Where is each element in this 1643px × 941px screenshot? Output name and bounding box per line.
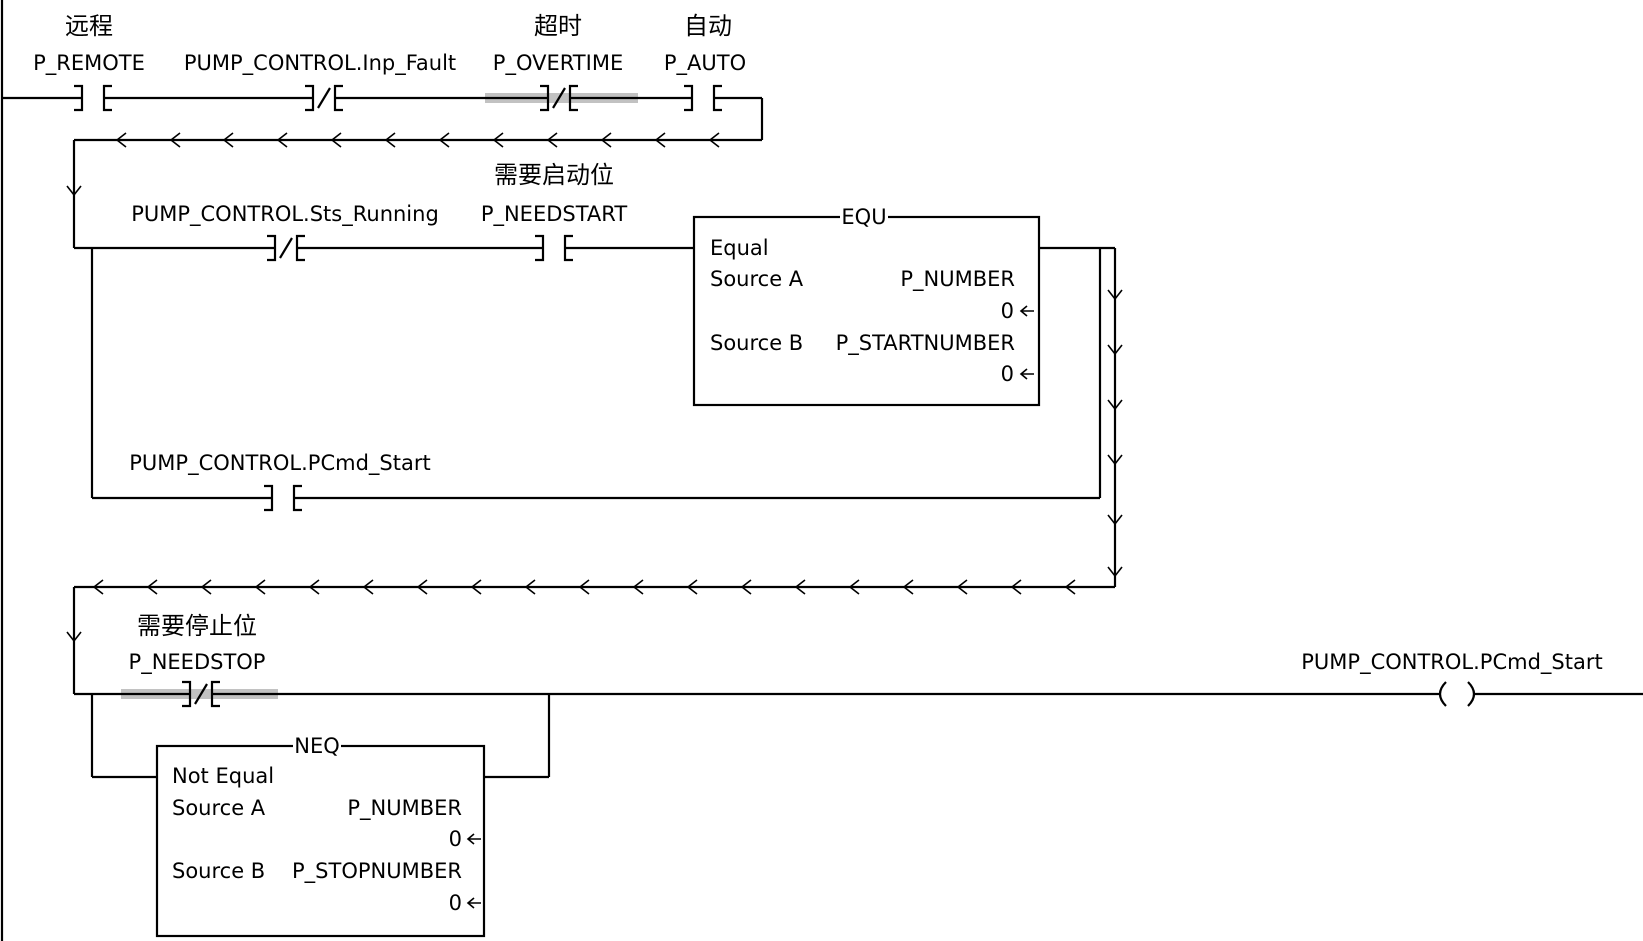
contact-inp-fault[interactable] <box>305 84 343 112</box>
neq-title: Not Equal <box>172 764 274 788</box>
contact-tag-auto[interactable]: P_AUTO <box>664 51 746 76</box>
equ-source-b-value-arrow-icon <box>1019 368 1034 380</box>
neq-source-a-tag[interactable]: P_NUMBER <box>347 796 462 821</box>
equ-source-b-tag[interactable]: P_STARTNUMBER <box>836 331 1015 356</box>
contact-tag-inp-fault[interactable]: PUMP_CONTROL.Inp_Fault <box>184 51 456 76</box>
contact-comment-remote: 远程 <box>65 12 113 40</box>
neq-source-b-value-arrow-icon <box>466 897 481 909</box>
equ-title: Equal <box>710 236 769 260</box>
equ-source-b-label: Source B <box>710 331 803 355</box>
flow-arrows-1 <box>66 132 720 197</box>
contact-tag-remote[interactable]: P_REMOTE <box>33 51 145 76</box>
neq-instruction-block[interactable]: NEQ Not Equal Source A P_NUMBER 0 Source… <box>155 734 486 938</box>
neq-source-b-label: Source B <box>172 859 265 883</box>
equ-instruction-block[interactable]: EQU Equal Source A P_NUMBER 0 Source B P… <box>692 205 1041 407</box>
contact-tag-needstop[interactable]: P_NEEDSTOP <box>129 650 266 675</box>
equ-source-b-value: 0 <box>1001 362 1014 386</box>
equ-source-a-tag[interactable]: P_NUMBER <box>900 267 1015 292</box>
rung-3: 需要停止位 P_NEEDSTOP PUMP_CONTROL.PCmd_Start… <box>74 612 1643 938</box>
neq-source-a-label: Source A <box>172 796 266 820</box>
rung-2: 需要启动位 PUMP_CONTROL.Sts_Running P_NEEDSTA… <box>66 161 1123 694</box>
equ-mnemonic: EQU <box>841 205 886 229</box>
neq-source-b-value: 0 <box>449 891 462 915</box>
equ-source-a-value: 0 <box>1001 299 1014 323</box>
neq-source-b-tag[interactable]: P_STOPNUMBER <box>292 859 462 884</box>
contact-tag-pcmd-start-branch[interactable]: PUMP_CONTROL.PCmd_Start <box>129 451 430 476</box>
contact-needstop[interactable] <box>182 680 220 708</box>
contact-remote[interactable] <box>74 84 112 112</box>
equ-source-a-value-arrow-icon <box>1019 305 1034 317</box>
coil-tag-pcmd-start[interactable]: PUMP_CONTROL.PCmd_Start <box>1301 650 1602 675</box>
contact-auto[interactable] <box>684 84 722 112</box>
contact-comment-needstart: 需要启动位 <box>494 161 614 189</box>
neq-mnemonic: NEQ <box>294 734 340 758</box>
rung-1: 远程 超时 自动 P_REMOTE PUMP_CONTROL.Inp_Fault… <box>2 12 764 248</box>
contact-tag-overtime[interactable]: P_OVERTIME <box>493 51 623 76</box>
contact-comment-overtime: 超时 <box>534 12 582 40</box>
contact-pcmd-start-branch[interactable] <box>264 484 302 512</box>
contact-sts-running[interactable] <box>267 234 305 262</box>
contact-tag-sts-running[interactable]: PUMP_CONTROL.Sts_Running <box>131 202 439 227</box>
contact-comment-auto: 自动 <box>684 12 732 40</box>
neq-source-a-value-arrow-icon <box>466 833 481 845</box>
coil-pcmd-start[interactable] <box>1438 681 1476 707</box>
contact-overtime[interactable] <box>540 84 578 112</box>
contact-tag-needstart[interactable]: P_NEEDSTART <box>481 202 628 227</box>
equ-source-a-label: Source A <box>710 267 804 291</box>
contact-comment-needstop: 需要停止位 <box>137 612 257 640</box>
neq-source-a-value: 0 <box>449 827 462 851</box>
contact-needstart[interactable] <box>535 234 573 262</box>
flow-arrows-2 <box>66 289 1123 643</box>
